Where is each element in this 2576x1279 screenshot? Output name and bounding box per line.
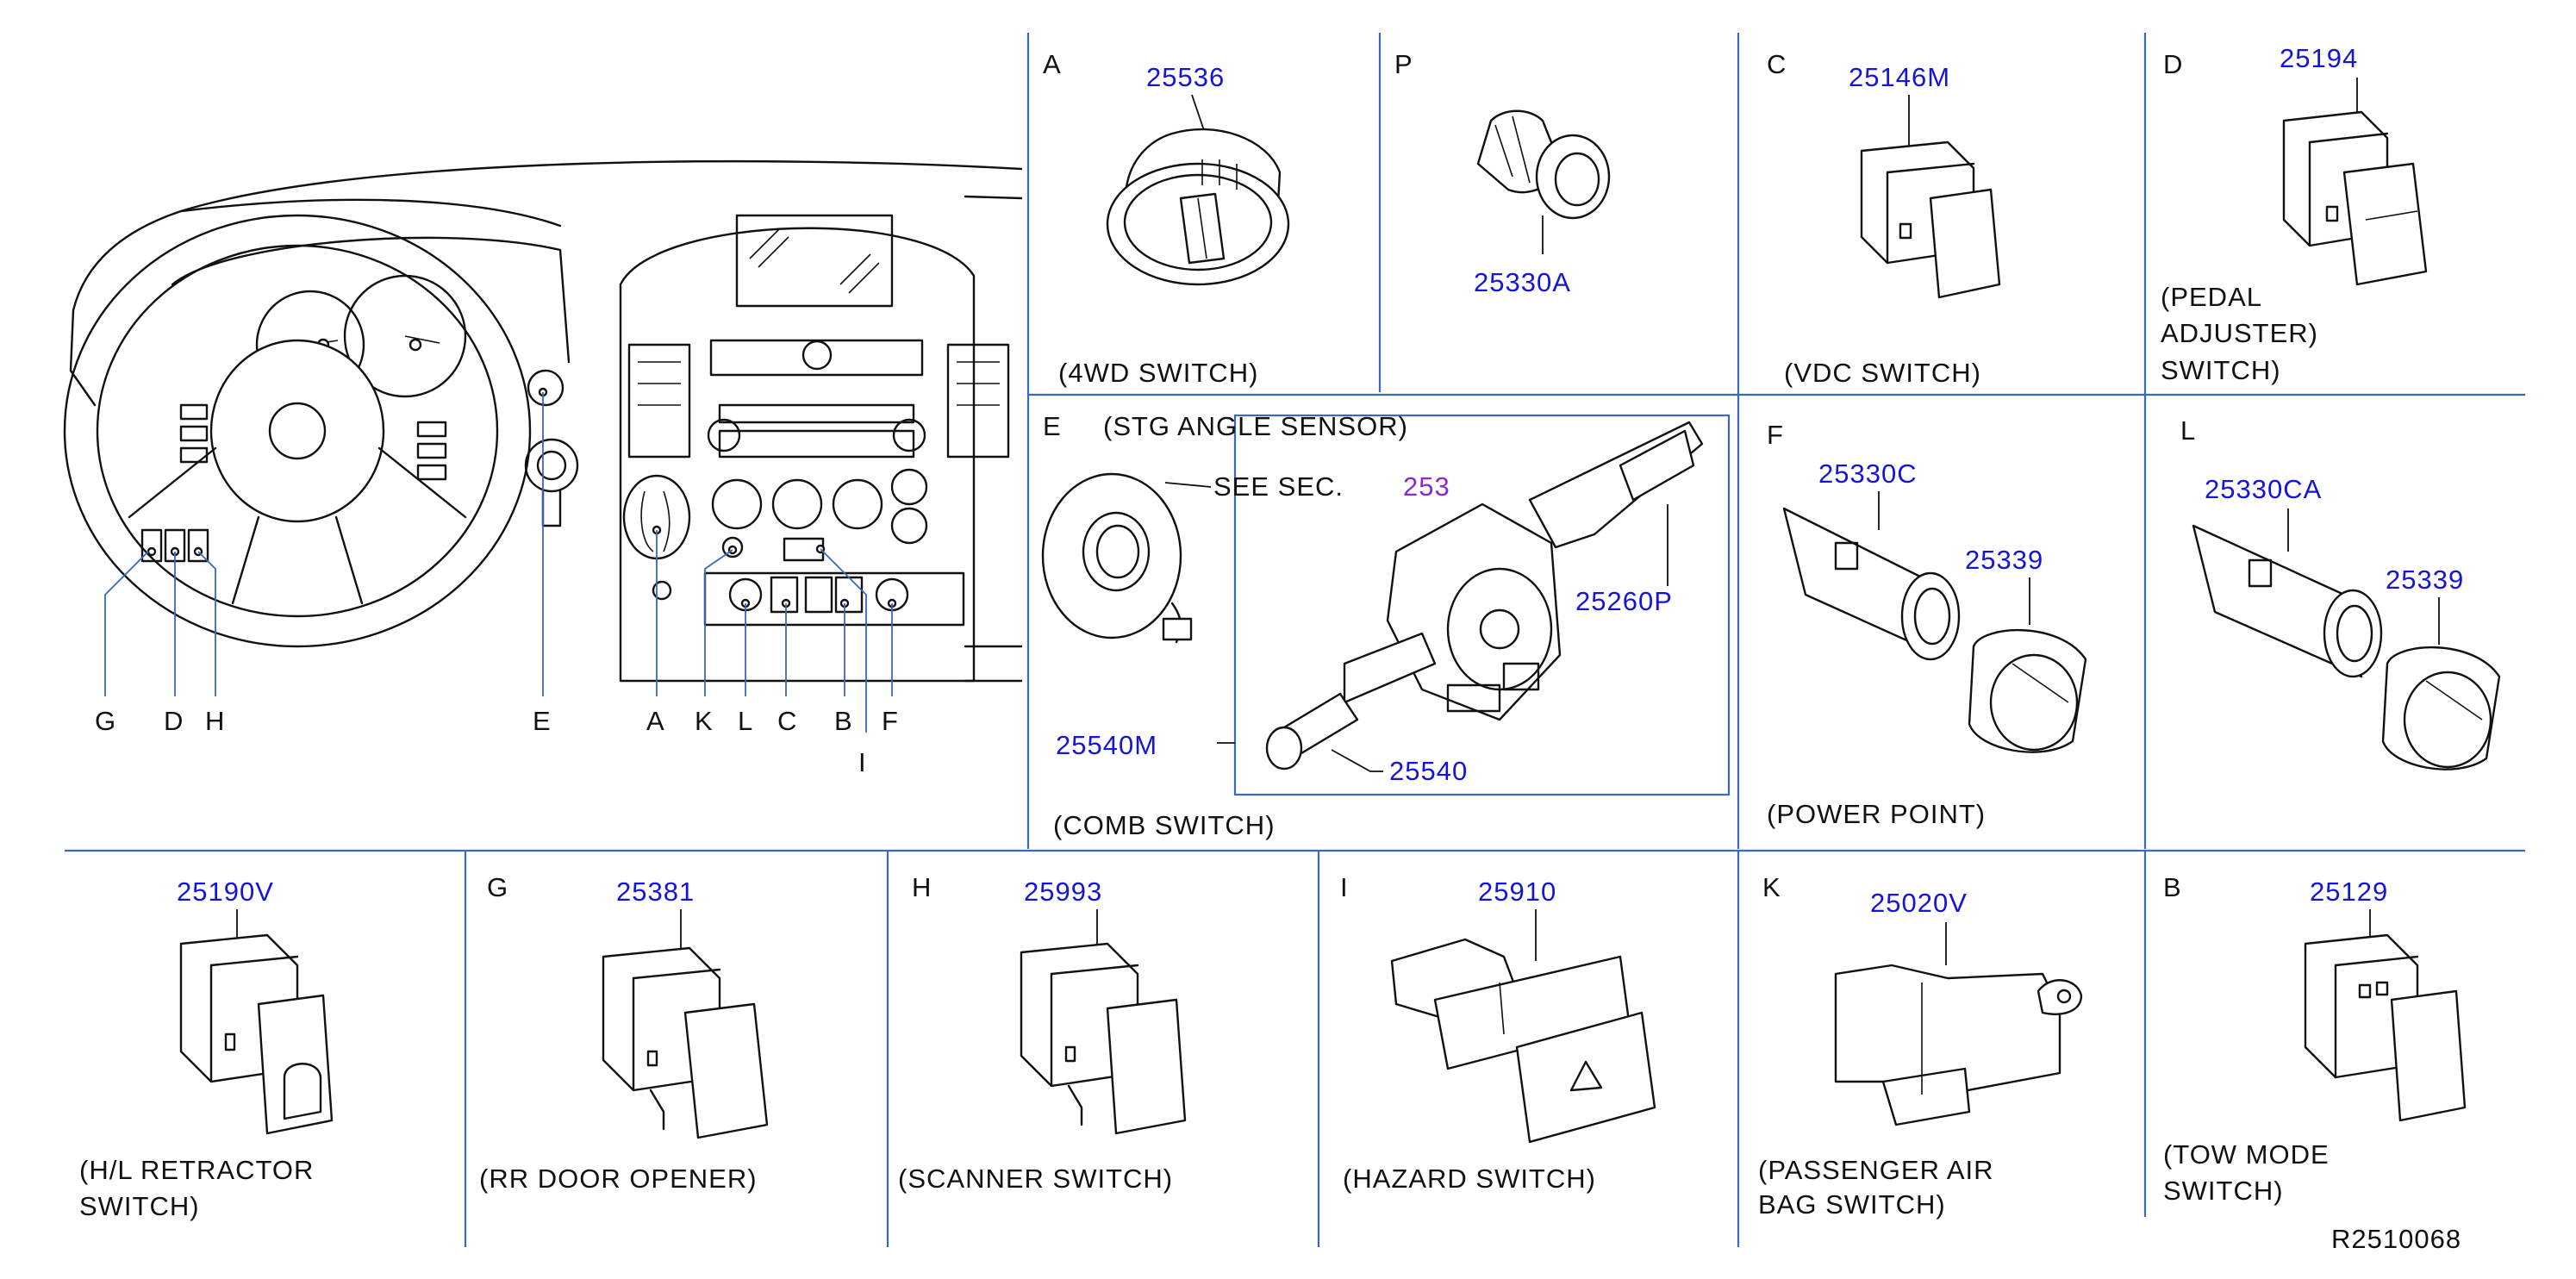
part-number: 25260P: [1575, 586, 1673, 616]
knob-switch-drawing: [1106, 128, 1290, 286]
caption-line: (RR DOOR OPENER): [479, 1164, 758, 1194]
dashboard-overview: [63, 159, 1023, 733]
cell-letter: H: [912, 872, 932, 902]
caption-line: (PASSENGER AIR: [1758, 1155, 1994, 1185]
part-number: 25330A: [1474, 267, 1571, 297]
cell-h: H 25993 (SCANNER SWITCH): [898, 872, 1187, 1194]
cell-letter: P: [1394, 49, 1413, 79]
cell-letter: C: [1767, 49, 1787, 79]
cell-letter: K: [1762, 872, 1781, 902]
cell-letter: A: [1043, 49, 1062, 79]
part-number: 25540: [1389, 756, 1468, 786]
airbag-switch-drawing: [1834, 964, 2083, 1126]
see-sec-reference: 253: [1403, 471, 1450, 502]
part-number: 25330CA: [2205, 474, 2322, 504]
caption-line: SWITCH): [2161, 355, 2281, 385]
part-number: 25993: [1024, 877, 1102, 907]
cell-g: G 25381 (RR DOOR OPENER): [479, 872, 769, 1194]
part-number: 25339: [2386, 565, 2464, 595]
part-number: 25910: [1478, 877, 1556, 907]
caption-line: (PEDAL: [2161, 282, 2262, 312]
part-number: 25129: [2310, 877, 2388, 907]
cell-hl-retractor: 25190V (H/L RETRACTOR SWITCH): [79, 877, 334, 1221]
part-number: 25330C: [1818, 459, 1918, 489]
caption-line: (COMB SWITCH): [1053, 810, 1276, 840]
switch-drawing: [1020, 942, 1187, 1135]
cell-l: L 25330CA 25339: [2180, 415, 2501, 771]
switch-drawing: [179, 933, 334, 1135]
caption-line: SWITCH): [2163, 1176, 2284, 1206]
socket-drawing: [2192, 524, 2383, 678]
caption-line: (POWER POINT): [1767, 799, 1986, 829]
socket-drawing: [1782, 507, 1961, 661]
cell-d: D 25194 (PEDAL ADJUSTER) SWITCH): [2161, 43, 2428, 385]
caption-line: (TOW MODE: [2163, 1139, 2330, 1170]
cap-drawing: [2381, 646, 2501, 771]
grid-lines: [65, 33, 2525, 1247]
angle-sensor-drawing: [1041, 472, 1193, 644]
cell-letter: G: [487, 872, 508, 902]
cell-p: P 25330A: [1394, 49, 1611, 297]
callout-L: L: [738, 706, 753, 736]
callout-A: A: [646, 706, 665, 736]
callout-K: K: [695, 706, 714, 736]
callout-H: H: [205, 706, 225, 736]
switch-drawing: [2304, 933, 2467, 1122]
caption-line: (4WD SWITCH): [1058, 358, 1258, 388]
plug-drawing: [1476, 109, 1611, 220]
callout-F: F: [882, 706, 899, 736]
caption-line: (H/L RETRACTOR: [79, 1155, 314, 1185]
combination-switch-drawing: [1265, 421, 1704, 771]
cell-letter: E: [1043, 411, 1062, 441]
cell-letter: B: [2163, 872, 2182, 902]
rocker-switch-drawing: [1860, 140, 2001, 299]
cell-i: I 25910 (HAZARD SWITCH): [1340, 872, 1656, 1194]
part-number: 25536: [1146, 62, 1225, 92]
hazard-switch-drawing: [1390, 938, 1656, 1144]
cell-f: F 25330C 25339 (POWER POINT): [1767, 420, 2087, 829]
cell-letter: F: [1767, 420, 1784, 450]
callout-I: I: [858, 747, 867, 777]
cell-e: E (STG ANGLE SENSOR) SEE SEC. 253 25260P…: [1041, 411, 1704, 840]
part-number: 25381: [616, 877, 695, 907]
cell-c: C 25146M (VDC SWITCH): [1767, 49, 2001, 388]
callout-D: D: [164, 706, 184, 736]
part-number: 25194: [2280, 43, 2358, 73]
drawing-number: R2510068: [2331, 1224, 2461, 1254]
caption-line: (HAZARD SWITCH): [1343, 1164, 1596, 1194]
cell-letter: L: [2180, 415, 2196, 446]
part-number: 25540M: [1056, 730, 1157, 760]
part-number: 25146M: [1849, 62, 1950, 92]
caption-line: BAG SWITCH): [1758, 1189, 1946, 1220]
cell-a: A 25536 (4WD SWITCH): [1043, 49, 1290, 388]
cell-letter: D: [2163, 49, 2183, 79]
caption-line: ADJUSTER): [2161, 318, 2318, 348]
part-number: 25190V: [177, 877, 274, 907]
callout-B: B: [834, 706, 853, 736]
cabin-callouts: G D H E A K L C B F I: [95, 706, 899, 777]
cell-b: B 25129 (TOW MODE SWITCH): [2163, 872, 2467, 1206]
cap-drawing: [1968, 629, 2087, 753]
cell-letter: I: [1340, 872, 1349, 902]
callout-E: E: [533, 706, 552, 736]
switch-drawing: [602, 946, 769, 1139]
caption-line: (SCANNER SWITCH): [898, 1164, 1173, 1194]
part-number: 25020V: [1870, 888, 1968, 918]
caption-line: (VDC SWITCH): [1784, 358, 1981, 388]
cell-k: K 25020V (PASSENGER AIR BAG SWITCH): [1758, 872, 2083, 1220]
callout-C: C: [777, 706, 797, 736]
see-sec-label: SEE SEC.: [1213, 471, 1344, 502]
callout-G: G: [95, 706, 116, 736]
pedal-switch-drawing: [2282, 110, 2428, 286]
part-number: 25339: [1965, 545, 2043, 575]
caption-line: SWITCH): [79, 1191, 200, 1221]
heading: (STG ANGLE SENSOR): [1103, 411, 1408, 441]
